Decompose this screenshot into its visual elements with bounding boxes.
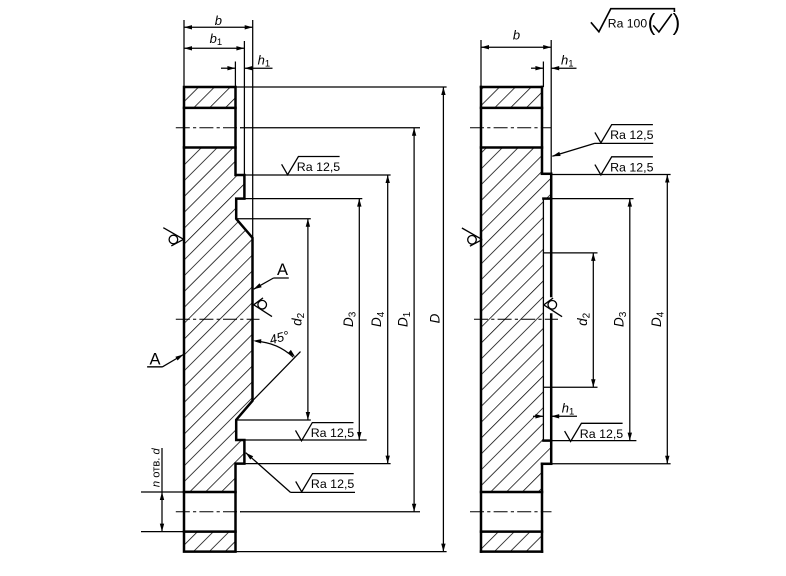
svg-text:D: D <box>427 313 442 323</box>
svg-text:Ra 12,5: Ra 12,5 <box>580 427 624 441</box>
svg-text:A: A <box>277 261 288 279</box>
svg-text:Ra 12,5: Ra 12,5 <box>311 426 355 440</box>
svg-text:(: ( <box>648 9 656 35</box>
svg-text:A: A <box>149 351 160 369</box>
svg-text:Ra 100: Ra 100 <box>608 16 648 30</box>
svg-text:45°: 45° <box>268 328 291 348</box>
svg-text:b: b <box>215 13 222 28</box>
svg-text:b: b <box>513 28 520 43</box>
svg-text:Ra 12,5: Ra 12,5 <box>610 160 654 174</box>
svg-text:Ra 12,5: Ra 12,5 <box>311 477 355 491</box>
svg-text:): ) <box>673 9 681 35</box>
svg-text:Ra 12,5: Ra 12,5 <box>610 128 654 142</box>
svg-text:Ra 12,5: Ra 12,5 <box>297 160 341 174</box>
svg-text:n отв. d: n отв. d <box>151 448 163 488</box>
